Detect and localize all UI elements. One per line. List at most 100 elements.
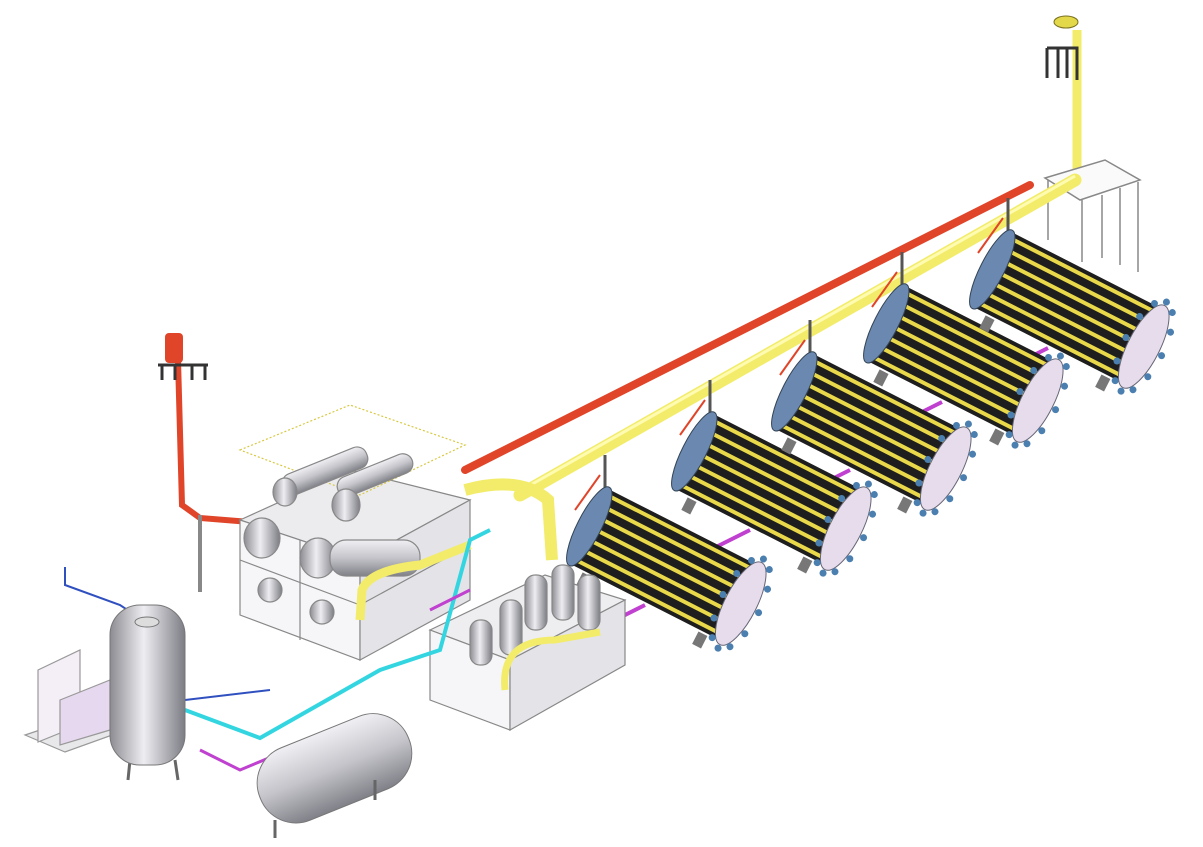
tie-rod	[698, 438, 853, 520]
electrolyzer-stacks	[566, 229, 1176, 652]
bolt-icon	[852, 481, 860, 489]
bolt-icon	[1011, 441, 1019, 449]
bolt-icon	[708, 634, 716, 642]
bolt-icon	[1023, 440, 1031, 448]
bolt-icon	[924, 456, 932, 464]
bolt-icon	[1122, 334, 1130, 342]
bolt-icon	[915, 479, 923, 487]
stack-foot	[797, 556, 813, 574]
branch-pipe	[574, 474, 601, 511]
bolt-icon	[1007, 411, 1015, 419]
bolt-icon	[838, 494, 846, 502]
tie-rod	[793, 389, 947, 471]
gas-main-header	[463, 173, 1082, 561]
stack-foot	[1095, 374, 1111, 392]
horizontal-storage-tank	[256, 713, 413, 838]
end-plate-rear	[969, 229, 1016, 310]
tie-rod	[975, 299, 1129, 381]
process-skid	[238, 404, 472, 662]
bolt-icon	[1030, 366, 1038, 374]
bolt-icon	[860, 534, 868, 542]
bolt-icon	[1117, 387, 1125, 395]
tie-rod	[782, 411, 936, 492]
bolt-icon	[931, 508, 939, 516]
bolt-icon	[1113, 357, 1121, 365]
bolt-icon	[864, 480, 872, 488]
bolt-icon	[759, 555, 767, 563]
bolt-icon	[813, 559, 821, 567]
bolt-icon	[1162, 298, 1170, 306]
bolt-icon	[1062, 363, 1070, 371]
tie-rod	[809, 357, 963, 439]
tie-rod	[588, 524, 742, 606]
electrolyzer-stack	[863, 283, 1070, 449]
stack-foot	[681, 497, 697, 515]
stack-foot	[873, 369, 889, 387]
bolt-icon	[747, 556, 755, 564]
purification-skid	[428, 564, 627, 732]
tie-rod	[572, 556, 726, 638]
tie-rod	[682, 471, 836, 552]
end-plate-front	[819, 486, 872, 571]
bolt-icon	[969, 450, 977, 458]
bolt-icon	[1111, 377, 1119, 385]
tie-rod	[885, 321, 1039, 403]
stack-foot	[692, 631, 708, 649]
bolt-icon	[1167, 328, 1175, 336]
tie-rod	[677, 481, 831, 563]
electrolyzer-stack	[771, 351, 978, 517]
tie-rod	[582, 535, 737, 617]
hot-vent-stack	[158, 333, 251, 592]
tie-rod	[996, 256, 1151, 338]
bolt-icon	[846, 555, 854, 563]
bolt-icon	[1038, 427, 1046, 435]
bolt-icon	[726, 643, 734, 651]
stack-foot	[979, 315, 995, 333]
bolt-icon	[1144, 373, 1152, 381]
bolt-icon	[919, 509, 927, 517]
tie-rod	[798, 378, 953, 460]
bolt-icon	[1016, 388, 1024, 396]
tie-rod	[901, 289, 1055, 371]
chiller-unit	[23, 649, 142, 753]
tie-rod	[991, 267, 1145, 349]
bolt-icon	[869, 510, 877, 518]
tie-rod	[777, 421, 931, 503]
bolt-icon	[946, 495, 954, 503]
tie-rod	[869, 353, 1023, 435]
vent-stack	[1045, 15, 1082, 185]
bolt-icon	[719, 591, 727, 599]
tie-rod	[1002, 246, 1156, 327]
bolt-icon	[819, 569, 827, 577]
stack-foot	[897, 496, 913, 514]
tie-rod	[709, 417, 863, 499]
bolt-icon	[1136, 312, 1144, 320]
end-plate-front	[1117, 304, 1170, 389]
end-plate-front	[919, 426, 972, 511]
bolt-icon	[765, 566, 773, 574]
stack-foot	[989, 428, 1005, 446]
end-plate-rear	[566, 486, 613, 567]
tie-rod	[879, 332, 1034, 414]
bolt-icon	[764, 585, 772, 593]
tie-rod	[693, 449, 847, 531]
skid-gas-outlet	[355, 540, 472, 621]
bolt-icon	[970, 431, 978, 439]
stack-foot	[781, 437, 797, 455]
bolt-icon	[755, 609, 763, 617]
bolt-icon	[938, 434, 946, 442]
tie-rod	[604, 492, 758, 574]
bolt-icon	[1056, 352, 1064, 360]
bolt-icon	[741, 630, 749, 638]
tie-rod	[874, 343, 1028, 424]
bolt-icon	[733, 569, 741, 577]
vertical-buffer-tank	[109, 604, 186, 781]
tie-rod	[599, 503, 753, 584]
electrolyzer-stack	[671, 411, 878, 577]
tie-rod	[593, 513, 748, 595]
bolt-icon	[913, 499, 921, 507]
bolt-icon	[964, 420, 972, 428]
tie-rod	[1007, 235, 1161, 317]
